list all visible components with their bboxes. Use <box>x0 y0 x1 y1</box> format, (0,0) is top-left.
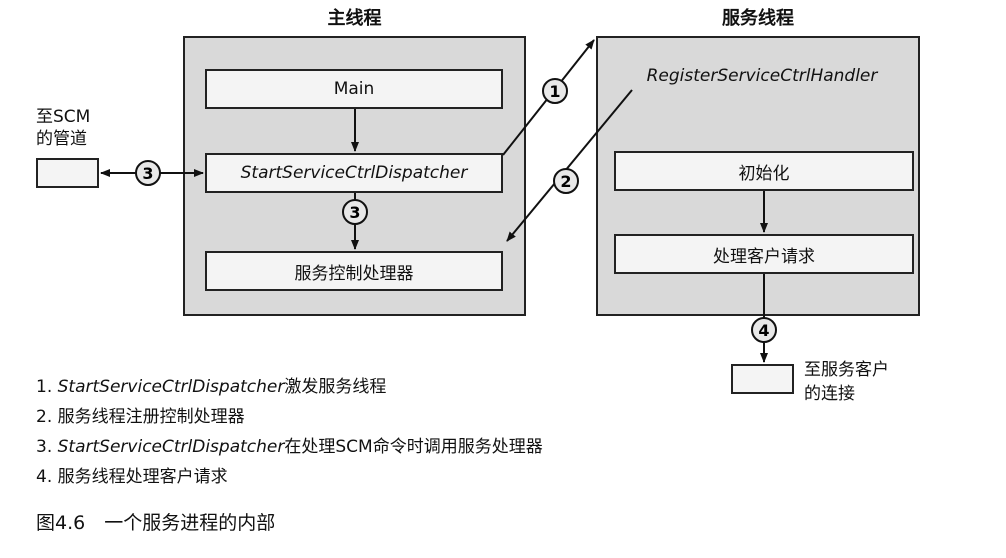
ctrl-handler-box-label: 服务控制处理器 <box>294 263 414 284</box>
list-item-function: StartServiceCtrlDispatcher <box>57 377 285 397</box>
dispatcher-box-label: StartServiceCtrlDispatcher <box>240 163 468 183</box>
list-item-number: 3. <box>36 437 53 457</box>
circle-step-4-label: 4 <box>758 321 769 340</box>
init-box: 初始化 <box>614 151 914 191</box>
step-list: 1. StartServiceCtrlDispatcher激发服务线程 2. 服… <box>36 372 756 492</box>
figure-caption: 图4.6 一个服务进程的内部 <box>36 512 276 534</box>
list-item-text: 激发服务线程 <box>284 377 387 397</box>
list-item-number: 1. <box>36 377 53 397</box>
circle-step-2: 2 <box>553 168 579 194</box>
list-item-number: 4. <box>36 467 53 487</box>
list-item: 1. StartServiceCtrlDispatcher激发服务线程 <box>36 372 756 402</box>
service-thread-title: 服务线程 <box>722 8 794 29</box>
ctrl-handler-box: 服务控制处理器 <box>205 251 503 291</box>
circle-step-3-handler: 3 <box>342 199 368 225</box>
client-connection-label: 至服务客户 的连接 <box>804 360 889 404</box>
arrow-2-register-handler <box>506 89 633 242</box>
list-item-text: 服务线程注册控制处理器 <box>57 407 245 427</box>
circle-step-2-label: 2 <box>560 172 571 191</box>
circle-step-3-scm: 3 <box>135 160 161 186</box>
main-box-label: Main <box>333 79 375 99</box>
list-item-function: StartServiceCtrlDispatcher <box>57 437 285 457</box>
list-item: 3. StartServiceCtrlDispatcher在处理SCM命令时调用… <box>36 432 756 462</box>
scm-pipe-box <box>36 158 99 188</box>
list-item: 4. 服务线程处理客户请求 <box>36 462 756 492</box>
list-item-number: 2. <box>36 407 53 427</box>
circle-step-3-handler-label: 3 <box>349 203 360 222</box>
circle-step-1: 1 <box>542 78 568 104</box>
dispatcher-box: StartServiceCtrlDispatcher <box>205 153 503 193</box>
main-thread-title: 主线程 <box>327 8 382 29</box>
main-box: Main <box>205 69 503 109</box>
list-item-text: 服务线程处理客户请求 <box>57 467 228 487</box>
list-item: 2. 服务线程注册控制处理器 <box>36 402 756 432</box>
init-box-label: 初始化 <box>738 163 790 184</box>
scm-pipe-label: 至SCM 的管道 <box>36 107 91 149</box>
circle-step-1-label: 1 <box>549 82 560 101</box>
circle-step-4: 4 <box>751 317 777 343</box>
list-item-text: 在处理SCM命令时调用服务处理器 <box>284 437 543 457</box>
process-box-label: 处理客户请求 <box>713 246 815 267</box>
circle-step-3-scm-label: 3 <box>142 164 153 183</box>
client-connection-box <box>731 364 794 394</box>
process-box: 处理客户请求 <box>614 234 914 274</box>
register-handler-label: RegisterServiceCtrlHandler <box>646 66 878 86</box>
